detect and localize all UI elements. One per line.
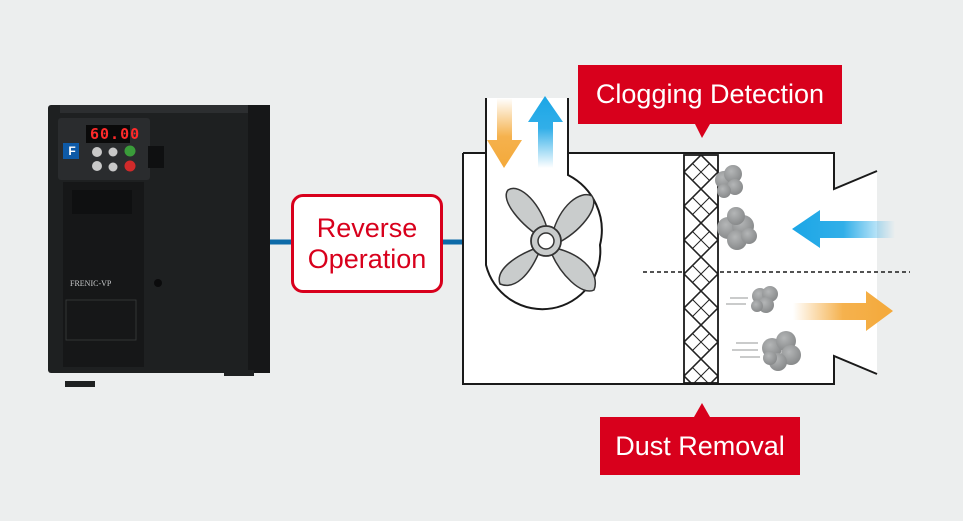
inverter-top-edge [60,105,258,113]
airflow-arrow-inlet-blue [792,210,895,248]
reverse-operation-label: Reverse Operation [291,194,443,293]
clogging-detection-label: Clogging Detection [578,65,842,124]
keypad-button-run [124,145,136,157]
airflow-arrow-outlet-orange [793,291,893,331]
keypad-button-up [108,147,118,157]
air-handling-unit [462,98,910,385]
inverter-device [48,105,270,387]
filter-mesh [683,154,719,384]
inverter-warning-plate [65,299,137,341]
dust-particle-3 [751,286,778,313]
dust-particle-1 [715,165,743,198]
reverse-operation-line-2: Operation [307,243,427,274]
reverse-operation-line-1: Reverse [316,213,418,243]
housing-outline [462,153,878,385]
inverter-foot-right [224,370,254,376]
led-display [86,125,130,143]
brand-logo [63,143,79,159]
inverter-foot-left [65,381,95,387]
inverter-connector [148,146,164,168]
inverter-screw [154,279,162,287]
inverter-cover-slot [72,190,132,214]
clogging-detection-text: Clogging Detection [595,79,825,109]
fan-icon [498,187,596,292]
brand-logo-glyph: F [68,144,76,158]
keypad-button-stop [124,160,136,172]
fan-hub-center [537,232,555,250]
inverter-side-shade [248,105,270,373]
keypad-button-program [92,147,102,157]
keypad-button-function [92,161,102,171]
dust-particle-2 [717,207,757,250]
dust-removal-pointer [694,403,710,417]
inverter-model-name: FRENIC-VP [70,279,112,288]
dust-motion-streaks [726,297,760,358]
dust-particle-4 [762,331,801,371]
housing-top-edge [463,152,878,191]
dust-removal-text: Dust Removal [615,430,785,461]
airflow-arrow-down-orange [487,98,522,168]
led-display-value: 60.00 [90,125,141,143]
clogging-detection-pointer [695,124,710,138]
keypad-button-down [108,162,118,172]
dust-removal-label: Dust Removal [600,417,800,475]
airflow-arrow-up-blue [528,96,563,168]
